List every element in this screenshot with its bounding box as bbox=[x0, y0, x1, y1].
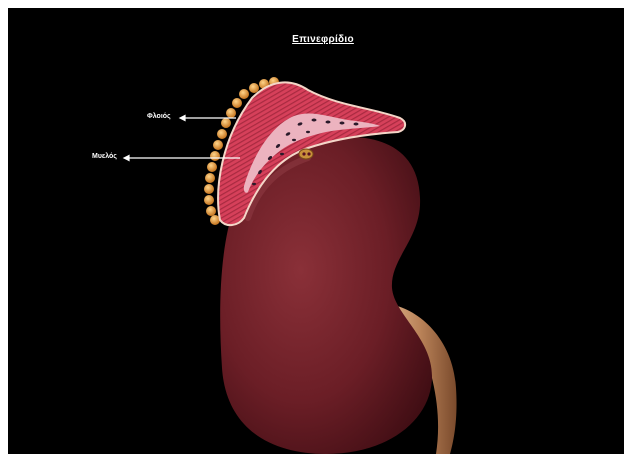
diagram-title: Επινεφρίδιο bbox=[278, 34, 368, 45]
adrenal-vein bbox=[299, 149, 313, 159]
cortex-label: Φλοιός bbox=[147, 113, 171, 120]
adrenal-kidney-illustration bbox=[8, 8, 624, 454]
medulla-label: Μυελός bbox=[92, 153, 117, 160]
diagram-canvas bbox=[8, 8, 624, 454]
